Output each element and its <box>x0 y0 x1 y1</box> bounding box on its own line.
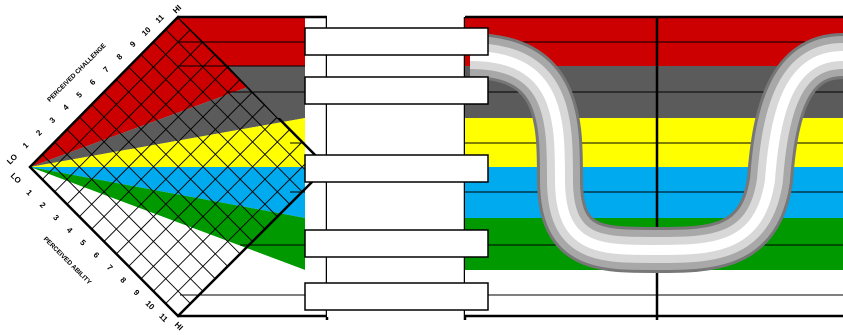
challenge-tick-label: 10 <box>140 25 153 38</box>
ability-tick-label: 5 <box>78 238 88 248</box>
ability-tick-label: 9 <box>132 288 142 298</box>
challenge-tick-label: 7 <box>101 64 111 74</box>
track-band-white <box>465 270 843 316</box>
ability-tick-label: 4 <box>65 225 75 235</box>
label-box-2[interactable] <box>305 77 488 104</box>
ability-low-label: LO <box>9 171 23 185</box>
challenge-tick-label: 6 <box>88 77 98 87</box>
challenge-tick-label: 11 <box>154 12 167 25</box>
ability-tick-label: 11 <box>157 312 170 325</box>
challenge-tick-label: 5 <box>75 90 85 100</box>
challenge-tick-label: 2 <box>34 128 44 138</box>
ability-tick-label: 2 <box>38 200 48 210</box>
challenge-tick-label: 8 <box>115 52 125 62</box>
challenge-tick-label: 3 <box>48 115 58 125</box>
challenge-low-label: LO <box>5 152 19 166</box>
label-box-3[interactable] <box>305 155 488 182</box>
label-box-1[interactable] <box>305 28 488 55</box>
ability-tick-label: 8 <box>118 275 128 285</box>
challenge-tick-label: 4 <box>61 102 71 112</box>
challenge-high-label: HI <box>171 3 183 15</box>
ability-tick-label: 3 <box>51 213 61 223</box>
challenge-tick-label: 1 <box>21 140 31 150</box>
label-box-4[interactable] <box>305 230 488 257</box>
ability-tick-label: 6 <box>92 250 102 260</box>
ability-tick-label: 10 <box>144 299 157 312</box>
ability-tick-label: 1 <box>24 188 34 198</box>
ability-high-label: HI <box>173 320 185 332</box>
label-box-5[interactable] <box>305 283 488 310</box>
ability-tick-label: 7 <box>105 263 115 273</box>
challenge-tick-label: 9 <box>128 39 138 49</box>
